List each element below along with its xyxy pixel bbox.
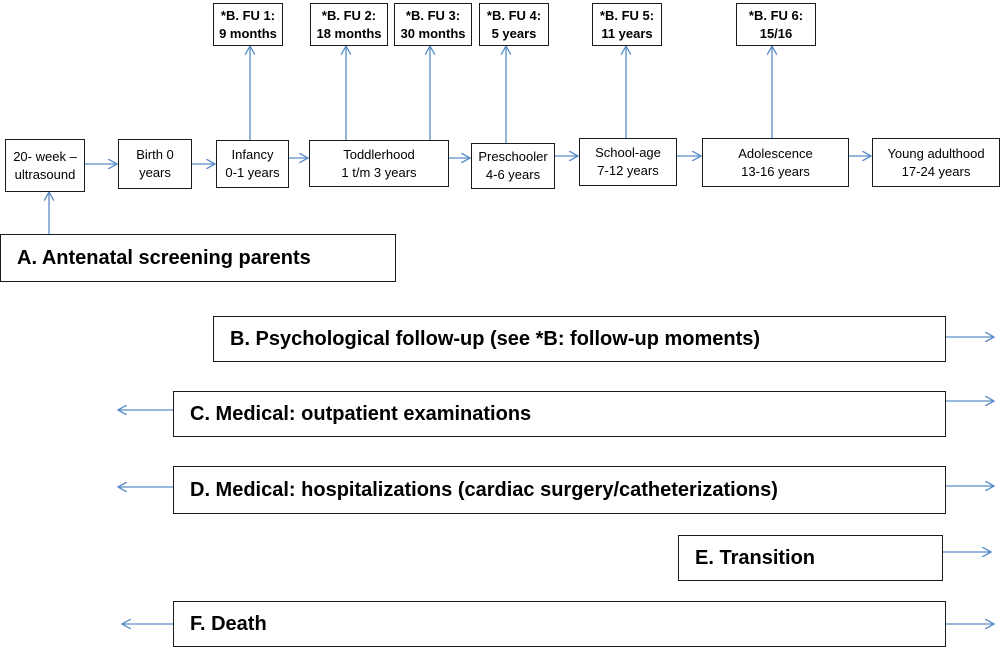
followup-1: *B. FU 1: 9 months — [213, 3, 283, 46]
stage-label: School-age — [595, 145, 661, 160]
band-b-psychological: B. Psychological follow-up (see *B: foll… — [213, 316, 946, 362]
followup-3: *B. FU 3: 30 months — [394, 3, 472, 46]
band-f-death: F. Death — [173, 601, 946, 647]
stage-school-age: School-age 7-12 years — [579, 138, 677, 186]
stage-infancy: Infancy 0-1 years — [216, 140, 289, 188]
stage-age: 4-6 years — [485, 167, 541, 182]
followup-title: *B. FU 5: — [599, 7, 655, 23]
followup-2: *B. FU 2: 18 months — [310, 3, 388, 46]
band-label: E. Transition — [695, 546, 816, 569]
band-label: B. Psychological follow-up (see *B: foll… — [230, 327, 761, 350]
stage-preschooler: Preschooler 4-6 years — [471, 143, 555, 189]
stage-label: 20- week – — [13, 148, 77, 164]
stage-adolescence: Adolescence 13-16 years — [702, 138, 849, 187]
band-label: D. Medical: hospitalizations (cardiac su… — [190, 478, 778, 501]
stage-label: Birth 0 — [136, 147, 174, 162]
stage-label: Adolescence — [738, 145, 813, 161]
followup-time: 30 months — [400, 25, 466, 41]
followup-time: 11 years — [601, 25, 653, 41]
followup-time: 9 months — [219, 25, 277, 41]
band-label: C. Medical: outpatient examinations — [190, 402, 532, 425]
stage-toddlerhood: Toddlerhood 1 t/m 3 years — [309, 140, 449, 187]
stage-age: 13-16 years — [741, 163, 810, 179]
followup-title: *B. FU 4: — [486, 7, 542, 23]
band-label: F. Death — [190, 612, 267, 635]
stage-ultrasound: 20- week – ultrasound — [5, 139, 85, 192]
followup-title: *B. FU 3: — [405, 7, 461, 23]
stage-age: 7-12 years — [597, 163, 659, 178]
stage-birth: Birth 0 years — [118, 139, 192, 189]
stage-age: years — [139, 165, 171, 180]
followup-4: *B. FU 4: 5 years — [479, 3, 549, 46]
followup-time: 5 years — [491, 25, 537, 41]
followup-title: *B. FU 1: — [220, 7, 276, 23]
stage-label: Infancy — [231, 147, 274, 162]
band-a-antenatal: A. Antenatal screening parents — [0, 234, 396, 282]
stage-age: ultrasound — [14, 166, 76, 182]
followup-5: *B. FU 5: 11 years — [592, 3, 662, 46]
followup-time: 18 months — [316, 25, 382, 41]
stage-young-adulthood: Young adulthood 17-24 years — [872, 138, 1000, 187]
followup-title: *B. FU 2: — [321, 7, 377, 23]
followup-6: *B. FU 6: 15/16 — [736, 3, 816, 46]
stage-age: 17-24 years — [901, 163, 971, 179]
band-e-transition: E. Transition — [678, 535, 943, 581]
band-label: A. Antenatal screening parents — [17, 246, 311, 269]
band-c-outpatient: C. Medical: outpatient examinations — [173, 391, 946, 437]
stage-age: 1 t/m 3 years — [341, 164, 417, 180]
stage-age: 0-1 years — [225, 165, 280, 180]
band-d-hospitalizations: D. Medical: hospitalizations (cardiac su… — [173, 466, 946, 514]
stage-label: Toddlerhood — [343, 146, 415, 162]
stage-label: Young adulthood — [887, 145, 985, 161]
followup-title: *B. FU 6: — [748, 7, 804, 23]
stage-label: Preschooler — [478, 149, 548, 164]
followup-time: 15/16 — [759, 25, 793, 41]
